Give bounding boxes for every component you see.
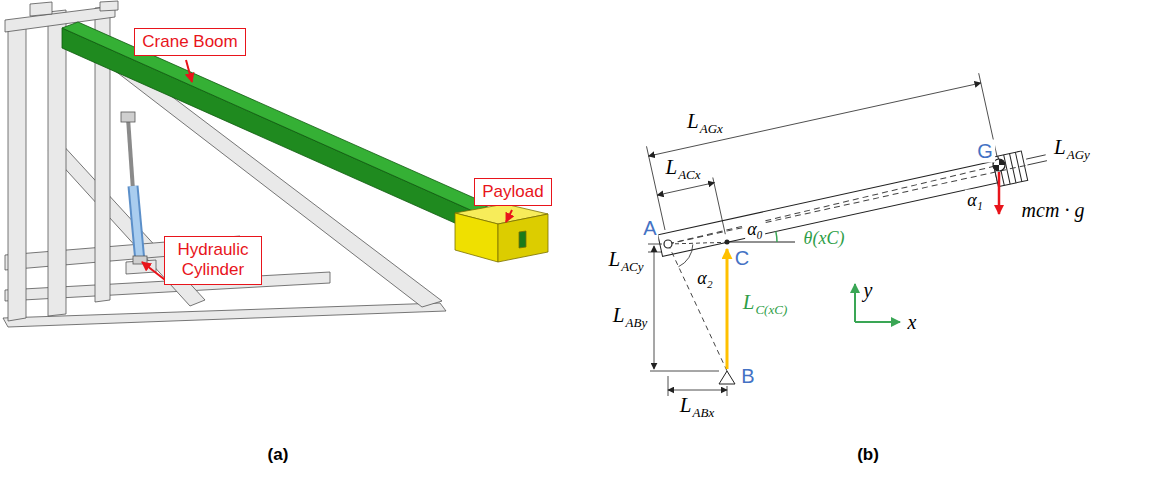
dimension-label: LAGx: [685, 114, 725, 135]
dimension-line: [647, 73, 998, 396]
dimension-label: LABx: [678, 398, 716, 419]
force-label: mcm · g: [1020, 199, 1087, 222]
dimension-line-part: [713, 178, 726, 235]
callout-text: Payload: [482, 182, 543, 202]
leader-arrow-part: [506, 210, 512, 222]
dimension-label: LACx: [663, 160, 702, 181]
leader-arrow: [142, 60, 512, 283]
dimension-label: LABy: [611, 308, 649, 329]
center-of-mass-symbol-part: [999, 159, 1005, 165]
payload-box-part: [455, 213, 498, 262]
dimension-line-part: [679, 244, 693, 266]
gravity-arrow: [998, 172, 1001, 214]
boom-outline: [657, 146, 1050, 260]
leader-arrow-part: [186, 60, 192, 82]
crane-frame-part: [3, 303, 446, 327]
point-label: C: [733, 247, 751, 270]
dimension-label: LACy: [606, 252, 645, 273]
ground-support-part: [719, 371, 735, 384]
boom-outline-part: [1027, 161, 1047, 165]
boom-outline-part: [668, 232, 727, 255]
crane-frame-part: [100, 1, 118, 11]
dimension-line-part: [657, 183, 714, 196]
angle-label: α₁: [965, 190, 985, 211]
crane-boom: [62, 22, 490, 232]
payload-box-part: [519, 231, 526, 248]
hydraulic-cylinder-part: [133, 186, 140, 262]
crane-frame-part: [5, 6, 115, 32]
panel-caption: (a): [266, 445, 291, 465]
crane-frame-part: [8, 20, 26, 321]
payload-box: [455, 204, 548, 262]
callout-box: Payload: [474, 178, 551, 206]
boom-outline-part: [1026, 155, 1046, 159]
pivot-a: [664, 240, 672, 248]
callout-text: Crane Boom: [142, 32, 237, 52]
point-label: A: [641, 217, 658, 240]
panel-caption: (b): [855, 445, 881, 465]
point-label: B: [739, 365, 756, 388]
dimension-line-part: [648, 252, 662, 253]
hydraulic-cylinder-part: [133, 186, 140, 262]
center-of-mass-symbol: [993, 159, 1005, 171]
point-label: G: [975, 140, 995, 163]
dimension-line-part: [654, 246, 655, 369]
boom-outline-part: [668, 165, 1025, 244]
ground-support: [719, 371, 735, 384]
cylinder-length-label: LC(xC): [741, 295, 789, 316]
angle-arc: [776, 231, 777, 242]
crane-frame-part: [30, 2, 52, 16]
horizontal-reference: [727, 242, 795, 243]
dimension-label: LAGy: [1052, 140, 1092, 161]
center-of-mass-symbol-part: [993, 165, 999, 171]
joint-c: [725, 240, 730, 245]
boom-joint-line: [668, 244, 727, 371]
dimension-line-part: [668, 390, 727, 391]
callout-box: Crane Boom: [134, 28, 245, 56]
hydraulic-cylinder-part: [121, 112, 135, 122]
axis-arrow-part: [855, 321, 900, 323]
callout-text: Hydraulic Cylinder: [172, 240, 254, 281]
cylinder-vector: [726, 249, 729, 369]
axis-label: y: [862, 279, 875, 302]
dimension-line-part: [727, 386, 728, 396]
angle-label: α₂: [695, 268, 715, 289]
dimension-line-part: [650, 371, 719, 372]
crane-frame-part: [48, 10, 66, 316]
dimension-line-part: [648, 244, 662, 245]
axis-arrow-part: [854, 284, 856, 322]
crane-boom-part: [62, 22, 490, 212]
hydraulic-cylinder-part: [128, 118, 133, 190]
dimension-line-part: [649, 83, 981, 156]
crane-boom-part: [62, 28, 475, 232]
hydraulic-cylinder-part: [133, 256, 147, 264]
hydraulic-cylinder: [121, 112, 147, 264]
angle-label: θ(xC): [802, 228, 847, 249]
callout-box: Hydraulic Cylinder: [164, 236, 262, 285]
center-of-mass-symbol-part: [993, 159, 1005, 171]
dimension-line-part: [668, 376, 669, 396]
angle-label: α₀: [745, 219, 765, 240]
axis-label: x: [906, 311, 919, 334]
